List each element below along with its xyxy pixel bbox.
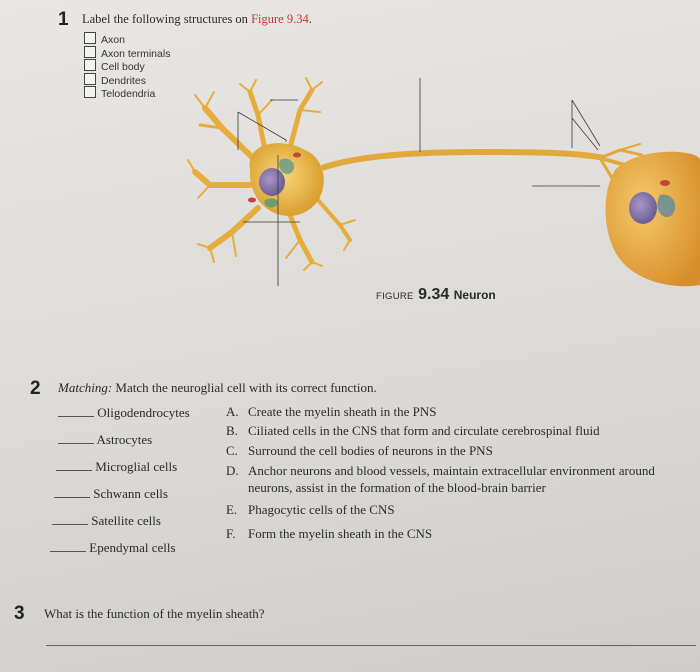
dendrites (187, 77, 356, 271)
option-text: Ciliated cells in the CNS that form and … (248, 423, 600, 438)
figure-caption-number: 9.34 (418, 286, 450, 303)
figure-caption-prefix: FIGURE (376, 291, 414, 302)
checklist-label: Axon terminals (101, 47, 171, 60)
option-text: Form the myelin sheath in the CNS (248, 526, 433, 541)
axon (321, 148, 606, 171)
q3-number: 3 (14, 603, 25, 624)
function-option-d-continued: neurons, assist in the formation of the … (248, 480, 546, 495)
checkbox-icon[interactable] (84, 45, 96, 58)
term-satellite-cells: Satellite cells (91, 513, 161, 528)
checkbox-icon[interactable] (84, 72, 96, 85)
checklist-item-axon-terminals[interactable]: Axon terminals (84, 45, 171, 60)
answer-blank[interactable] (50, 541, 86, 552)
nucleus (259, 168, 285, 196)
q2-prompt: Matching: Match the neuroglial cell with… (58, 380, 377, 396)
matching-term-row: Microglial cells (56, 459, 177, 475)
function-option-b: B. Ciliated cells in the CNS that form an… (226, 423, 600, 439)
structure-checklist: Axon Axon terminals Cell body Dendrites … (84, 32, 170, 100)
checklist-item-dendrites[interactable]: Dendrites (84, 72, 170, 87)
option-text: Create the myelin sheath in the PNS (248, 404, 437, 419)
checklist-label: Telodendria (101, 88, 156, 100)
option-letter: D. (226, 463, 239, 478)
neuron-illustration (187, 77, 700, 287)
option-letter: C. (226, 443, 238, 458)
option-text: Anchor neurons and blood vessels, mainta… (248, 463, 655, 478)
checklist-item-telodendria[interactable]: Telodendria (84, 86, 170, 100)
function-option-c: C. Surround the cell bodies of neurons in… (226, 443, 493, 459)
function-option-e: E. Phagocytic cells of the CNS (226, 502, 395, 518)
matching-term-row: Oligodendrocytes (58, 405, 190, 421)
cell-body (249, 143, 324, 216)
function-option-d: D. Anchor neurons and blood vessels, main… (226, 463, 655, 479)
answer-blank[interactable] (54, 487, 90, 498)
function-option-f: F. Form the myelin sheath in the CNS (226, 526, 432, 542)
checklist-label: Cell body (101, 61, 145, 73)
matching-term-row: Schwann cells (54, 486, 168, 502)
answer-blank[interactable] (58, 406, 94, 417)
target-nucleus (629, 192, 657, 224)
term-ependymal-cells: Ependymal cells (89, 540, 176, 555)
q2-prompt-emphasis: Matching: (58, 380, 113, 395)
q1-prompt: Label the following structures on Figure… (82, 12, 312, 27)
answer-blank[interactable] (58, 433, 94, 444)
option-letter: E. (226, 502, 238, 517)
q3-prompt: What is the function of the myelin sheat… (44, 606, 265, 621)
checklist-label: Dendrites (101, 74, 146, 87)
checkbox-icon[interactable] (84, 32, 96, 44)
checklist-item-axon[interactable]: Axon (84, 32, 170, 46)
figure-caption: FIGURE 9.34 Neuron (376, 286, 496, 304)
answer-blank[interactable] (56, 460, 92, 471)
q1-prompt-end: . (308, 12, 312, 26)
answer-blank[interactable] (52, 514, 88, 525)
checkbox-icon[interactable] (84, 59, 96, 71)
matching-term-row: Astrocytes (58, 432, 152, 448)
term-schwann-cells: Schwann cells (93, 486, 168, 501)
matching-term-row: Satellite cells (52, 513, 161, 529)
option-text: Surround the cell bodies of neurons in t… (248, 443, 493, 458)
q3-answer-line[interactable] (46, 645, 696, 646)
checklist-label: Axon (101, 34, 125, 46)
q1-number: 1 (58, 9, 69, 30)
leader-lines (237, 78, 601, 286)
option-letter: F. (226, 526, 236, 541)
q2-prompt-text: Match the neuroglial cell with its corre… (112, 380, 377, 395)
term-oligodendrocytes: Oligodendrocytes (97, 405, 190, 420)
term-astrocytes: Astrocytes (96, 432, 153, 447)
function-option-a: A. Create the myelin sheath in the PNS (226, 404, 436, 420)
checklist-item-cell-body[interactable]: Cell body (84, 59, 170, 73)
option-letter: B. (226, 423, 238, 438)
option-letter: A. (226, 404, 239, 419)
checkbox-icon[interactable] (84, 86, 96, 98)
figure-reference-link[interactable]: Figure 9.34 (251, 12, 309, 26)
option-text: Phagocytic cells of the CNS (248, 502, 395, 517)
q2-number: 2 (30, 378, 41, 399)
term-microglial-cells: Microglial cells (95, 459, 178, 474)
figure-caption-title: Neuron (453, 288, 496, 302)
matching-term-row: Ependymal cells (50, 540, 176, 556)
q1-prompt-text: Label the following structures on (82, 12, 252, 26)
